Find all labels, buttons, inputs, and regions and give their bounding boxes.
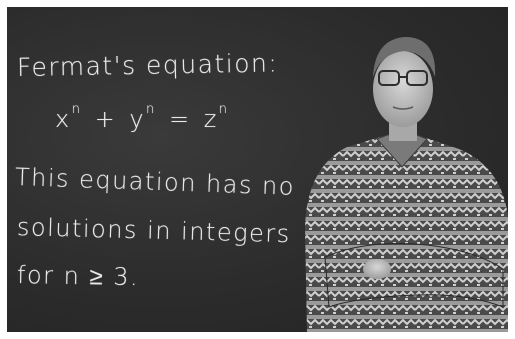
crossed-arms: [324, 243, 504, 308]
eq-z: z: [203, 105, 218, 133]
shirt-collar: [376, 134, 428, 168]
hand: [363, 259, 391, 279]
chalk-equation: xn + yn = zn: [55, 102, 229, 133]
eq-y: y: [129, 105, 146, 133]
eq-plus: +: [94, 105, 117, 133]
hair: [373, 37, 436, 77]
mouth: [392, 106, 414, 110]
man-figure: [305, 37, 508, 332]
chalkboard: Fermat's equation: xn + yn = zn This equ…: [7, 7, 508, 332]
eq-exp-y: n: [146, 102, 156, 117]
eq-equals: =: [168, 105, 191, 133]
eq-x: x: [55, 105, 71, 133]
eq-exp-z: n: [218, 102, 229, 117]
eq-exp-x: n: [71, 102, 82, 117]
glasses: [378, 70, 428, 86]
head: [373, 51, 433, 127]
